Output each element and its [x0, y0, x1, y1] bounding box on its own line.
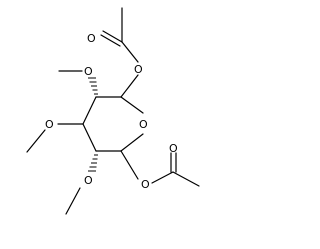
top-carbonyl-oxygen-label: O — [87, 32, 96, 45]
bottom-acetoxy-group: O O — [120, 142, 200, 191]
bottom-ester-oxygen-label: O — [141, 178, 150, 191]
bond-carbonyl-double-b — [100, 34, 121, 47]
bond-middle-o-methyl — [26, 129, 46, 153]
bond-c1-o — [120, 96, 144, 114]
bond-c5-ester-o — [120, 150, 139, 180]
bond-c3-c2 — [82, 96, 97, 125]
bond-c1-ester-o — [120, 74, 139, 98]
bond-bottom-o-methyl — [65, 187, 81, 215]
top-ester-oxygen-label: O — [134, 63, 143, 76]
bond-c4-c3 — [82, 123, 97, 152]
middle-methoxy-group: O — [26, 118, 84, 153]
bond-carbonyl-double-a — [102, 30, 123, 43]
molecule-structure: O O O O O O O — [26, 7, 200, 215]
bond-o-c5 — [120, 133, 144, 152]
hashed-wedge-top — [88, 77, 98, 95]
top-acetoxy-group: O O — [87, 7, 143, 98]
bottom-methoxy-oxygen-label: O — [84, 174, 93, 187]
bond-ester-o-carbonyl-c-bottom — [151, 171, 174, 184]
ring-oxygen-label: O — [139, 118, 148, 131]
bond-carbonyl-c-methyl-bottom — [172, 171, 200, 187]
hashed-wedge-bottom — [88, 154, 98, 172]
bottom-methoxy-group: O — [65, 154, 98, 215]
bond-ester-o-carbonyl-c — [121, 41, 139, 63]
bottom-carbonyl-oxygen-label: O — [169, 142, 178, 155]
pyranose-ring — [82, 96, 144, 152]
middle-methoxy-oxygen-label: O — [45, 118, 54, 131]
top-methoxy-oxygen-label: O — [84, 65, 93, 78]
top-methoxy-group: O — [58, 65, 98, 95]
